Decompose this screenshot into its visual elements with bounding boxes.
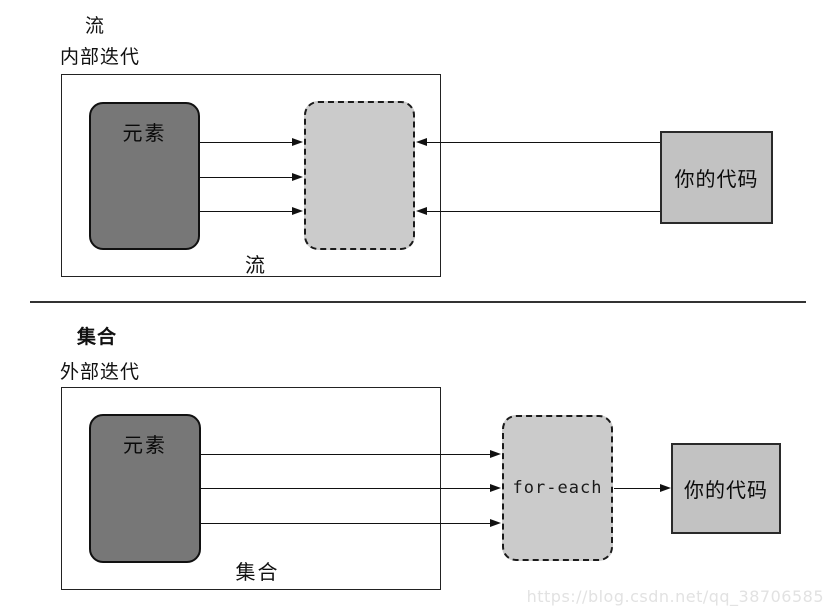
arrowhead-icon bbox=[416, 138, 427, 146]
top-section-title: 流 bbox=[85, 15, 106, 37]
arrowhead-icon bbox=[292, 138, 303, 146]
arrowhead-icon bbox=[292, 207, 303, 215]
bottom-inner-caption: 集合 bbox=[235, 560, 280, 584]
foreach-dashed-box: for-each bbox=[502, 415, 613, 561]
top-elements-box: 元素 bbox=[89, 102, 200, 250]
bottom-elements-box: 元素 bbox=[89, 414, 201, 563]
arrowhead-icon bbox=[660, 484, 671, 492]
top-your-code-label: 你的代码 bbox=[674, 167, 759, 191]
arrow-foreach-to-code bbox=[614, 484, 671, 492]
bottom-elements-label: 元素 bbox=[123, 433, 167, 457]
bottom-section-subtitle: 外部迭代 bbox=[60, 361, 141, 383]
arrow-bottom-elements-to-foreach-3 bbox=[201, 519, 501, 527]
arrow-top-code-to-stream-2 bbox=[416, 207, 660, 215]
arrow-top-code-to-stream-1 bbox=[416, 138, 660, 146]
arrowhead-icon bbox=[490, 450, 501, 458]
arrow-top-elements-to-stream-2 bbox=[200, 173, 303, 181]
top-section-subtitle: 内部迭代 bbox=[60, 46, 141, 68]
bottom-section-title: 集合 bbox=[77, 326, 118, 348]
arrowhead-icon bbox=[490, 519, 501, 527]
top-your-code-box: 你的代码 bbox=[660, 131, 773, 224]
arrow-top-elements-to-stream-3 bbox=[200, 207, 303, 215]
arrow-top-elements-to-stream-1 bbox=[200, 138, 303, 146]
arrowhead-icon bbox=[490, 484, 501, 492]
top-elements-label: 元素 bbox=[122, 121, 167, 145]
section-divider bbox=[30, 301, 806, 303]
top-stream-dashed-box bbox=[304, 101, 415, 250]
top-inner-caption: 流 bbox=[245, 253, 267, 277]
foreach-label: for-each bbox=[512, 478, 603, 498]
arrowhead-icon bbox=[292, 173, 303, 181]
bottom-your-code-label: 你的代码 bbox=[684, 478, 768, 502]
bottom-your-code-box: 你的代码 bbox=[671, 443, 781, 534]
arrow-bottom-elements-to-foreach-2 bbox=[201, 484, 501, 492]
arrow-bottom-elements-to-foreach-1 bbox=[201, 450, 501, 458]
arrowhead-icon bbox=[416, 207, 427, 215]
watermark-text: https://blog.csdn.net/qq_38706585 bbox=[526, 587, 824, 606]
